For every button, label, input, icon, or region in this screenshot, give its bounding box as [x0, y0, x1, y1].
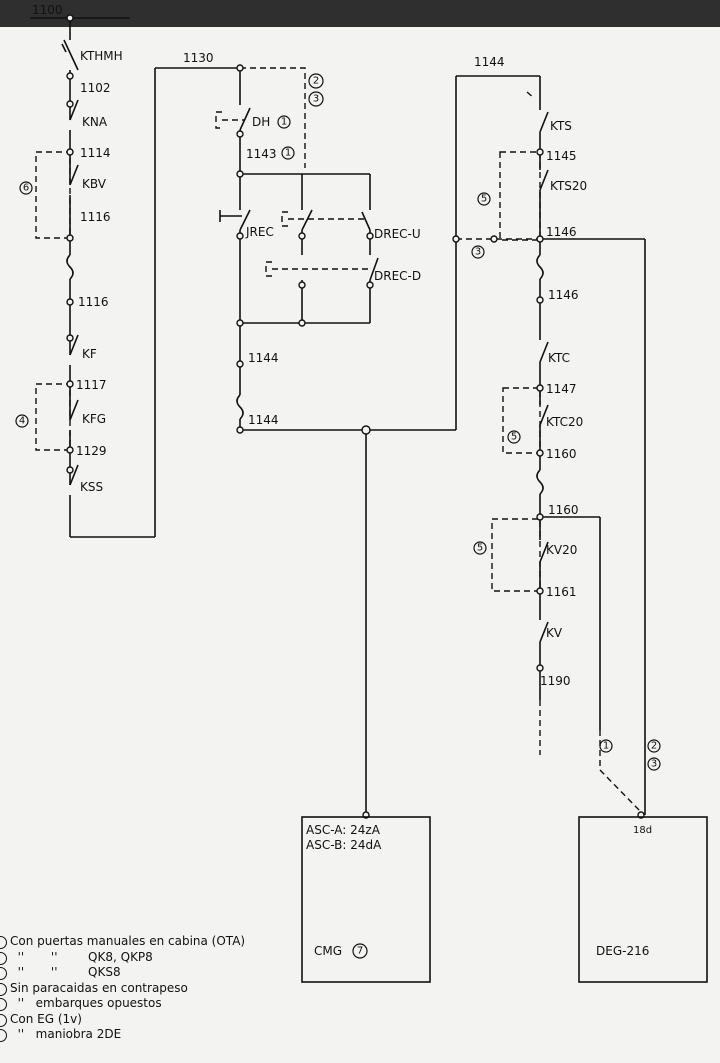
net-label-1190: 1190 [540, 674, 571, 688]
note-ref-2-deg: 2 [651, 741, 657, 752]
net-label-1145: 1145 [546, 149, 577, 163]
contact-label-drec-d: DREC-D [374, 269, 421, 283]
note-ref-1-1143: 1 [285, 148, 291, 159]
note-ref-5-ktc: 5 [511, 432, 517, 443]
contact-label-kv20: KV20 [546, 543, 577, 557]
circle-bullet-icon [0, 998, 7, 1011]
note-ref-2-top [308, 73, 324, 89]
cmg-line-2: ASC-B: 24dA [306, 838, 382, 852]
contact-label-kfg: KFG [82, 412, 106, 426]
net-label-1144-b: 1144 [248, 413, 279, 427]
bypass-6 [35, 151, 71, 239]
circle-bullet-icon [0, 1013, 7, 1027]
contact-label-kts: KTS [550, 119, 572, 133]
note-ref-2-top-text: 2 [313, 76, 319, 87]
net-label-1100: 1100 [32, 3, 63, 17]
circle-bullet-icon [0, 982, 7, 996]
note-ref-4-text: 4 [19, 416, 25, 427]
contact-label-kthmh: KTHMH [80, 49, 123, 63]
net-label-1117: 1117 [76, 378, 107, 392]
net-label-1114: 1114 [80, 146, 111, 160]
note-ref-6 [19, 181, 33, 195]
contact-label-kts20: KTS20 [550, 179, 587, 193]
cmg-line-1: ASC-A: 24zA [306, 823, 381, 837]
contact-label-kv: KV [546, 626, 563, 640]
net-label-1116-b: 1116 [78, 295, 109, 309]
contact-label-ktc20: KTC20 [546, 415, 583, 429]
legend-item-3: '' '' QKS8 [0, 965, 320, 981]
legend-item-7: '' maniobra 2DE [0, 1027, 320, 1043]
right-branch [452, 75, 646, 819]
bypass-5-ktc [502, 387, 541, 454]
deg-216-box [578, 816, 708, 983]
deg-name: DEG-216 [596, 944, 649, 958]
net-label-1160-b: 1160 [548, 503, 579, 517]
note-ref-1-dh: 1 [281, 117, 287, 128]
net-label-1130: 1130 [183, 51, 214, 65]
contact-label-kbv: KBV [82, 177, 107, 191]
legend-item-2: '' '' QK8, QKP8 [0, 950, 320, 966]
bypass-4 [35, 383, 71, 451]
left-branch [35, 14, 240, 538]
note-ref-3-top [308, 91, 324, 107]
note-ref-4 [15, 414, 29, 428]
contact-label-ktc: KTC [548, 351, 570, 365]
contact-label-kna: KNA [82, 115, 108, 129]
net-label-1129: 1129 [76, 444, 107, 458]
bypass-5-kts [499, 151, 541, 241]
circle-bullet-icon [0, 1029, 7, 1042]
contact-label-kf: KF [82, 347, 97, 361]
contact-label-jrec: JREC [245, 225, 274, 239]
cmg-name: CMG [314, 944, 342, 958]
note-ref-7: 7 [357, 946, 363, 957]
contact-label-kss: KSS [80, 480, 103, 494]
net-label-1161: 1161 [546, 585, 577, 599]
contact-label-dh: DH [252, 115, 270, 129]
legend-item-1: Con puertas manuales en cabina (OTA) [0, 934, 320, 950]
circle-bullet-icon [0, 951, 7, 965]
net-label-1144-a: 1144 [248, 351, 279, 365]
net-label-1160-a: 1160 [546, 447, 577, 461]
net-label-1144-c: 1144 [474, 55, 505, 69]
note-ref-5-kv: 5 [477, 543, 483, 554]
middle-branch [215, 64, 456, 819]
net-label-1147: 1147 [546, 382, 577, 396]
net-label-1102: 1102 [80, 81, 111, 95]
note-ref-1-deg: 1 [603, 741, 609, 752]
net-label-1116-a: 1116 [80, 210, 111, 224]
circle-bullet-icon [0, 967, 7, 980]
legend-item-4: Sin paracaidas en contrapeso [0, 981, 320, 997]
bypass-5-kv [491, 518, 541, 592]
contact-label-drec-u: DREC-U [374, 227, 421, 241]
net-label-1146-b: 1146 [548, 288, 579, 302]
legend-item-6: Con EG (1v) [0, 1012, 320, 1028]
net-label-1146-a: 1146 [546, 225, 577, 239]
viewer-toolbar [0, 0, 720, 27]
net-label-1143: 1143 [246, 147, 277, 161]
circle-bullet-icon [0, 936, 7, 949]
cmg-box [301, 816, 431, 983]
legend: Con puertas manuales en cabina (OTA) '' … [0, 934, 320, 1043]
legend-item-5: '' embarques opuestos [0, 996, 320, 1012]
note-ref-3-top-text: 3 [313, 94, 319, 105]
note-ref-6-text: 6 [23, 183, 29, 194]
deg-terminal: 18d [633, 825, 652, 836]
note-ref-3-deg: 3 [651, 759, 657, 770]
note-ref-3-mid: 3 [475, 247, 481, 258]
note-ref-5-kts: 5 [481, 194, 487, 205]
